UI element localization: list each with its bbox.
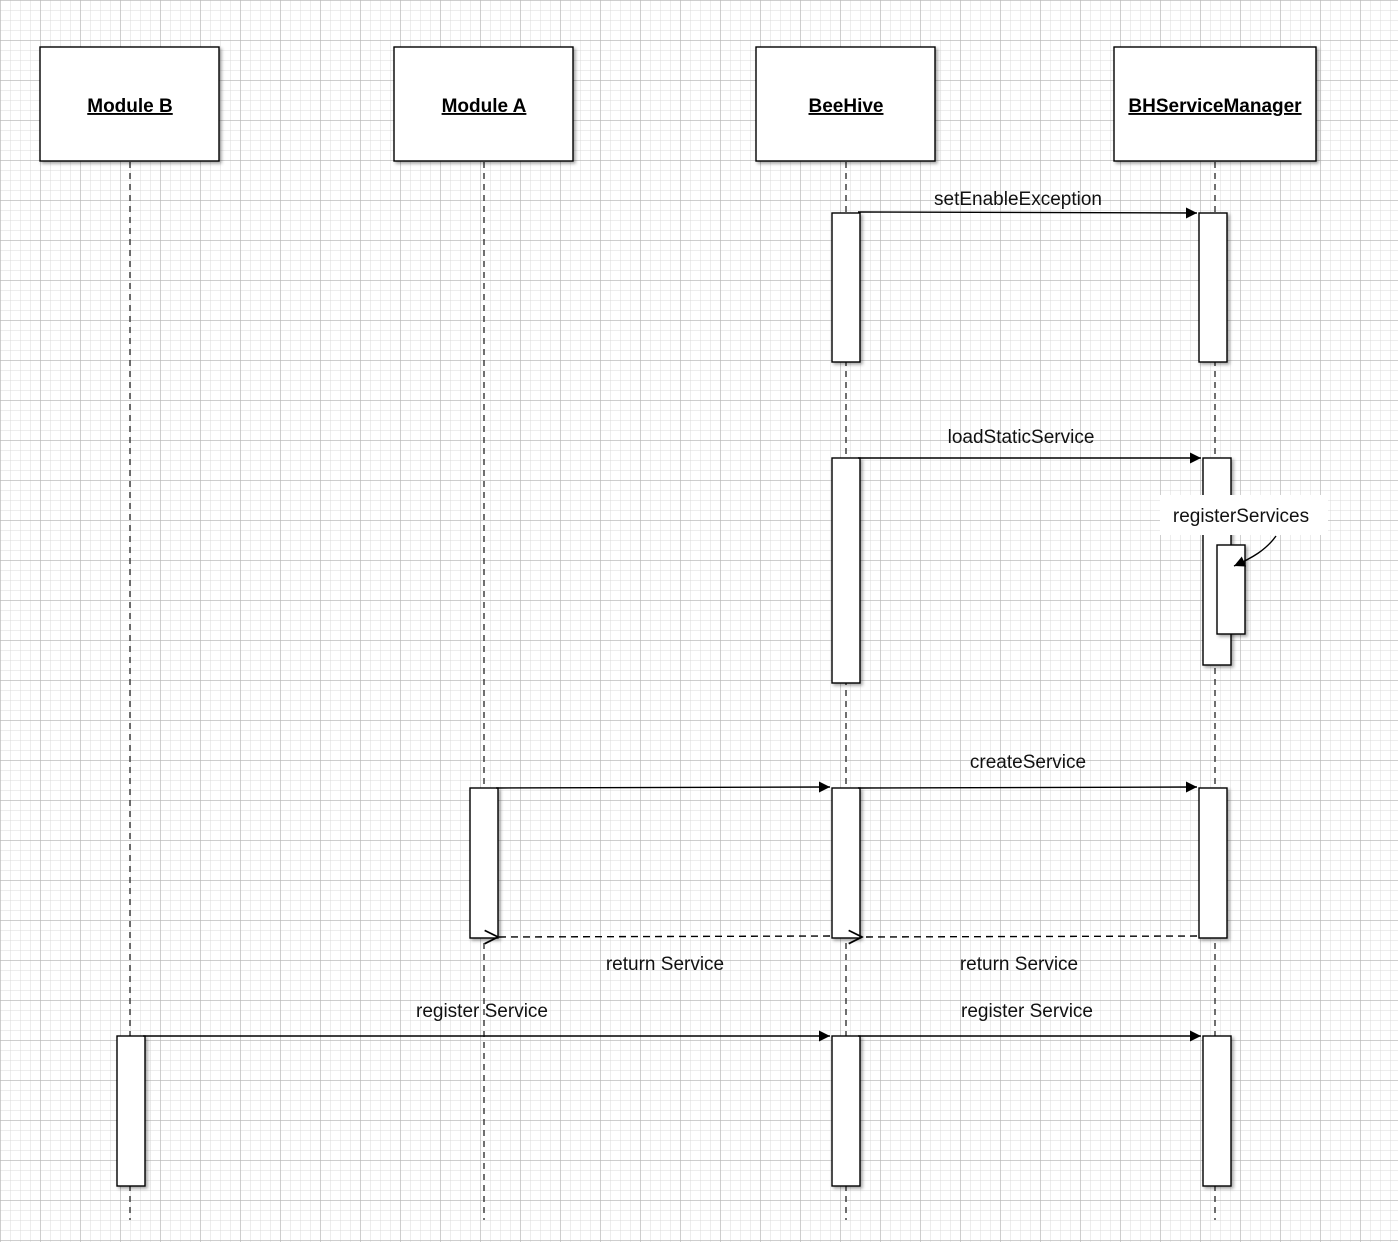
- message-register-service-module-b[interactable]: register Service: [143, 1001, 830, 1042]
- message-create-service[interactable]: createService: [857, 752, 1198, 793]
- message-register-service-beehive[interactable]: register Service: [858, 1001, 1201, 1042]
- activation-manager-3[interactable]: [1198, 787, 1228, 939]
- activation-beehive-1[interactable]: [831, 212, 861, 363]
- activation-module-a-3[interactable]: [469, 787, 499, 939]
- participant-label: Module B: [87, 96, 173, 117]
- message-label: registerServices: [1173, 506, 1309, 527]
- activation-manager-4[interactable]: [1202, 1035, 1232, 1187]
- message-label: return Service: [606, 954, 724, 975]
- message-register-services[interactable]: registerServices: [1160, 495, 1328, 567]
- activation-beehive-3[interactable]: [831, 787, 861, 939]
- message-call-beehive[interactable]: [495, 781, 831, 793]
- participant-label: BeeHive: [809, 96, 884, 117]
- message-return-service-to-module-a[interactable]: return Service: [498, 936, 831, 975]
- activation-beehive-4[interactable]: [831, 1035, 861, 1187]
- participant-label: Module A: [442, 96, 527, 117]
- participant-module-a[interactable]: Module A: [393, 46, 574, 162]
- participant-beehive[interactable]: BeeHive: [755, 46, 936, 162]
- message-load-static-service[interactable]: loadStaticService: [858, 427, 1201, 464]
- activation-manager-1[interactable]: [1198, 212, 1228, 363]
- activation-module-b-4[interactable]: [116, 1035, 146, 1187]
- label-background: [1160, 495, 1328, 535]
- message-label: setEnableException: [934, 189, 1102, 210]
- message-label: return Service: [960, 954, 1078, 975]
- message-label: register Service: [961, 1001, 1093, 1022]
- activation-manager-nested[interactable]: [1216, 544, 1246, 635]
- message-return-service-to-beehive[interactable]: return Service: [862, 936, 1198, 975]
- activation-beehive-2[interactable]: [831, 457, 861, 684]
- participant-bh-service-manager[interactable]: BHServiceManager: [1113, 46, 1317, 162]
- message-label: register Service: [416, 1001, 548, 1022]
- message-set-enable-exception[interactable]: setEnableException: [857, 189, 1198, 219]
- participant-label: BHServiceManager: [1128, 96, 1302, 117]
- message-label: loadStaticService: [948, 427, 1095, 448]
- participant-module-b[interactable]: Module B: [39, 46, 220, 162]
- message-label: createService: [970, 752, 1086, 773]
